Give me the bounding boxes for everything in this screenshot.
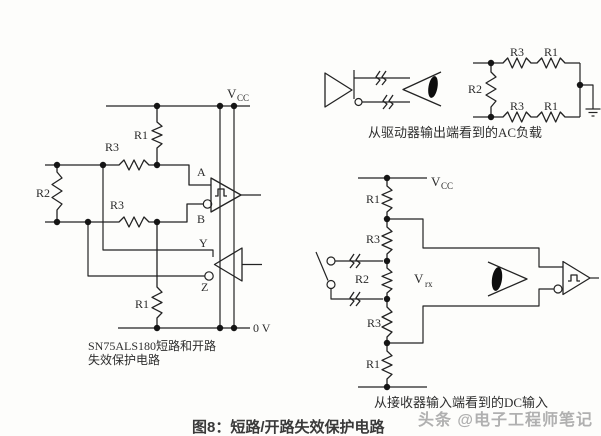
junction-dots-left bbox=[53, 102, 238, 332]
vcc-label: V bbox=[227, 86, 237, 101]
lower-input-wire bbox=[387, 288, 554, 344]
r3-bottom-label: R3 bbox=[510, 99, 524, 113]
driver-triangle bbox=[213, 247, 243, 282]
upper-input-wire bbox=[387, 218, 563, 268]
output-y-label: Y bbox=[199, 236, 208, 250]
resistor-r2 bbox=[381, 261, 393, 299]
figure-caption: 图8：短路/开路失效保护电路 bbox=[192, 418, 386, 436]
y-wire bbox=[102, 165, 214, 257]
junction-dots-dc bbox=[383, 174, 391, 391]
inverting-output-circle bbox=[354, 97, 363, 107]
left-circuit: V CC R1 R3 R2 R3 A B Y Z R1 0 V SN75ALS1… bbox=[36, 86, 271, 367]
driver-triangle bbox=[324, 72, 353, 108]
bottom-path-resistors-r3-r1 bbox=[491, 111, 580, 123]
input-a-label: A bbox=[197, 165, 206, 179]
vcc-label-sub: CC bbox=[237, 93, 249, 103]
line-break-icon bbox=[375, 70, 387, 86]
hysteresis-icon bbox=[568, 274, 580, 282]
resistor-r1-top bbox=[151, 106, 163, 165]
vrx-label-sub: rx bbox=[425, 279, 433, 289]
r3-upper-label: R3 bbox=[105, 140, 119, 154]
dc-input-caption: 从接收器输入端看到的DC输入 bbox=[374, 395, 548, 410]
input-b-inverting-circle bbox=[202, 199, 213, 209]
r1-top-label: R1 bbox=[134, 128, 148, 142]
resistor-r1-bottom bbox=[151, 222, 163, 328]
switch-contact-top bbox=[326, 256, 336, 266]
line-b-with-resistor-r3 bbox=[45, 203, 203, 228]
ac-load-caption: 从驱动器输出端看到的AC负载 bbox=[368, 125, 542, 140]
r1-bottom-label: R1 bbox=[135, 297, 149, 311]
ground-label: 0 V bbox=[253, 321, 271, 335]
r2-label: R2 bbox=[355, 272, 369, 286]
switch-bottom-wire bbox=[330, 288, 383, 300]
junction-dots-ac bbox=[487, 59, 584, 121]
output-z-label: Z bbox=[201, 280, 208, 294]
input-b-label: B bbox=[197, 212, 205, 226]
top-path-resistors-r3-r1 bbox=[491, 57, 580, 69]
receiver-inverting-input-circle bbox=[553, 284, 563, 294]
resistor-r2 bbox=[485, 63, 497, 117]
r3-upper-label: R3 bbox=[366, 232, 380, 246]
line-break-icon bbox=[349, 253, 361, 269]
r1-top-label: R1 bbox=[366, 192, 380, 206]
resistor-r3-upper bbox=[381, 219, 393, 261]
r2-label: R2 bbox=[468, 82, 482, 96]
switch-contact-bottom bbox=[326, 279, 336, 290]
z-wire bbox=[87, 222, 205, 277]
output-z-inverting-circle bbox=[204, 271, 214, 281]
receiver-triangle bbox=[562, 260, 591, 296]
watermark-text: 头条 @电子工程师笔记 bbox=[418, 410, 593, 429]
resistor-r3-lower bbox=[381, 299, 393, 343]
eye-looking-left-icon bbox=[402, 71, 442, 107]
switch bbox=[315, 251, 383, 300]
r1-top-label: R1 bbox=[544, 45, 558, 59]
resistor-r2 bbox=[51, 165, 63, 222]
resistor-r1-bottom bbox=[381, 343, 393, 387]
r3-top-label: R3 bbox=[510, 45, 524, 59]
r1-bottom-label: R1 bbox=[366, 357, 380, 371]
dc-input-circuit: V CC R1 R3 R2 V rx R3 R1 从接收器输入端看到的DC输入 bbox=[315, 174, 599, 410]
r1-bottom-label: R1 bbox=[544, 99, 558, 113]
hysteresis-icon bbox=[215, 188, 227, 197]
resistor-r1-top bbox=[381, 178, 393, 219]
left-circuit-caption-line2: 失效保护电路 bbox=[88, 352, 160, 367]
line-break-icon bbox=[349, 291, 361, 307]
eye-looking-right-icon bbox=[487, 261, 528, 297]
line-a-with-resistor-r3 bbox=[45, 159, 211, 186]
receiver-triangle bbox=[210, 177, 242, 213]
switch-lever bbox=[315, 251, 329, 281]
ground-symbol bbox=[580, 84, 601, 117]
r3-lower-label: R3 bbox=[367, 316, 381, 330]
ac-load-circuit: R3 R1 R2 R3 R1 从驱动器输出端看到的AC负载 bbox=[324, 45, 601, 140]
r2-label: R2 bbox=[36, 186, 50, 200]
r3-lower-label: R3 bbox=[110, 198, 124, 212]
left-circuit-caption-line1: SN75ALS180短路和开路 bbox=[88, 338, 216, 353]
vcc-label-sub: CC bbox=[441, 181, 453, 191]
vrx-label: V bbox=[414, 271, 424, 286]
line-break-icon bbox=[382, 94, 394, 110]
vcc-label: V bbox=[431, 174, 441, 189]
